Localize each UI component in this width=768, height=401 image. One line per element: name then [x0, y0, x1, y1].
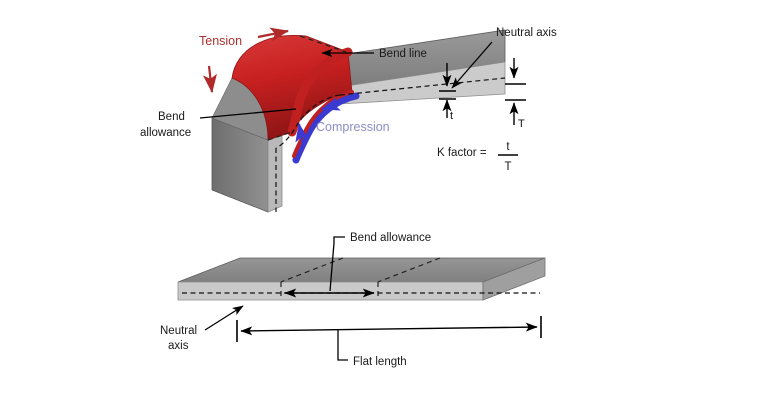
bend-line-dashed	[299, 35, 347, 53]
lower-flat-blank-group: Bend allowance Neutral axis Flat length	[160, 232, 546, 368]
flat-length-leader	[337, 329, 348, 361]
bend-allowance-leader-upper	[199, 108, 297, 119]
bend-line-label: Bend line	[379, 48, 427, 60]
neutral-axis-dashed-flange	[339, 77, 506, 96]
dim-T-label: T	[518, 118, 525, 130]
neutral-axis-label-upper: Neutral axis	[496, 27, 557, 39]
tension-arrow-top	[257, 27, 290, 42]
neutral-axis-leader-upper	[451, 41, 493, 89]
neutral-axis-label-lower-line1: Neutral	[160, 325, 197, 337]
k-factor-denominator: T	[504, 161, 511, 173]
bend-allowance-label-line2: allowance	[140, 127, 191, 139]
neutral-axis-leader-lower	[204, 305, 244, 331]
compression-arrow-upper	[320, 97, 349, 111]
tension-outer-fiber	[287, 47, 353, 137]
neutral-axis-label-lower-line2: axis	[168, 340, 189, 352]
tension-label: Tension	[199, 34, 242, 48]
flat-length-label: Flat length	[353, 356, 407, 368]
compression-arrow-lower	[295, 122, 310, 146]
bend-line-dashed-lower	[267, 131, 293, 141]
flat-length-dimension-arrow	[240, 322, 538, 336]
flat-bend-line-right-top	[377, 257, 441, 283]
dim-t-label: t	[450, 110, 453, 122]
bend-allowance-leader-lower	[329, 242, 335, 292]
tension-arrow-left	[202, 65, 217, 94]
compression-label: Compression	[316, 120, 390, 134]
bend-allowance-leader-elbow	[333, 236, 345, 243]
upper-bent-part-group: Tension Compression Bend line Bend allow…	[140, 27, 557, 213]
k-factor-lhs: K factor =	[437, 147, 487, 159]
vertical-leg-edge	[267, 134, 283, 213]
flat-sheet-top-face	[177, 257, 546, 283]
flat-sheet-right-face	[482, 257, 546, 301]
k-factor-numerator: t	[506, 141, 510, 153]
bend-allowance-label-lower: Bend allowance	[350, 232, 431, 244]
bend-allowance-label-line1: Bend	[158, 111, 185, 123]
